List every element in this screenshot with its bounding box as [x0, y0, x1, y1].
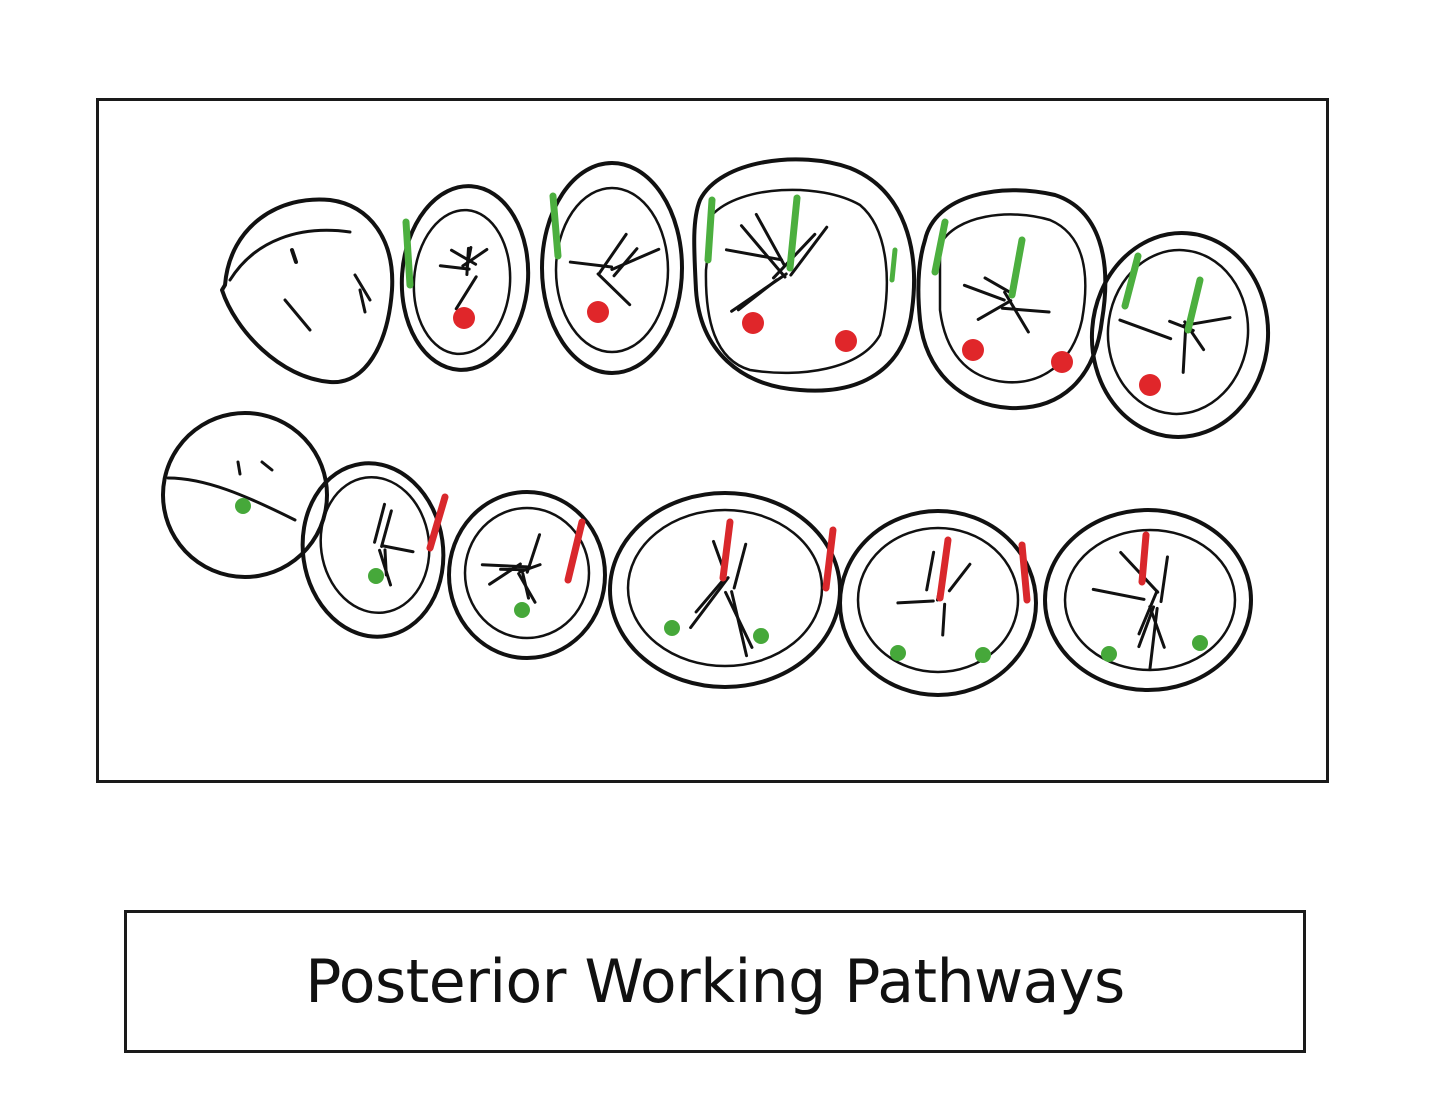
lower-tooth-4-inner — [628, 510, 822, 666]
lower-tooth-6-inner — [1065, 530, 1235, 670]
upper-tooth-5 — [918, 190, 1105, 408]
lower-tooth-6-marker-line — [1142, 535, 1146, 582]
upper-tooth-5-fissures — [964, 278, 1049, 332]
lower-tooth-5-fissures — [898, 542, 970, 635]
lower-tooth-1-outline — [150, 400, 340, 590]
lower-tooth-4-marker-line-a — [723, 522, 730, 578]
lower-tooth-4 — [610, 493, 840, 687]
upper-tooth-4-marker-dot-a — [742, 312, 764, 334]
dental-arches-diagram — [99, 101, 1326, 780]
figure-caption: Posterior Working Pathways — [305, 947, 1124, 1017]
lower-tooth-2-inner — [312, 470, 438, 620]
lower-tooth-6-marker-dot-a — [1101, 646, 1117, 662]
lower-tooth-1 — [150, 400, 340, 590]
upper-tooth-5-marker-dot-a — [962, 339, 984, 361]
lower-tooth-5-marker-line-b — [1022, 545, 1027, 600]
lower-tooth-3-marker-dot — [514, 602, 530, 618]
upper-tooth-3 — [542, 163, 682, 373]
lower-tooth-4-marker-line-b — [826, 530, 833, 588]
lower-tooth-3-fissures — [482, 535, 540, 603]
lower-tooth-2-marker-dot — [368, 568, 384, 584]
upper-tooth-6-marker-dot — [1139, 374, 1161, 396]
upper-tooth-4-marker-line-a — [708, 200, 712, 260]
dental-diagram-frame — [96, 98, 1329, 783]
upper-tooth-2 — [396, 182, 535, 374]
upper-tooth-4 — [694, 159, 914, 390]
upper-tooth-6-fissures — [1120, 318, 1230, 373]
lower-tooth-6 — [1045, 510, 1251, 690]
upper-tooth-5-marker-dot-b — [1051, 351, 1073, 373]
lower-tooth-2 — [292, 454, 455, 646]
upper-tooth-2-inner — [409, 207, 515, 357]
upper-tooth-1 — [222, 199, 392, 382]
upper-tooth-4-marker-line-c — [892, 250, 895, 280]
upper-tooth-4-marker-line-b — [790, 198, 797, 268]
lower-tooth-3 — [449, 492, 605, 658]
upper-tooth-5-marker-line-a — [935, 222, 945, 272]
upper-tooth-5-marker-line-b — [1012, 240, 1022, 295]
lower-tooth-5-marker-dot-a — [890, 645, 906, 661]
lower-tooth-5-marker-line-a — [940, 540, 948, 598]
upper-tooth-3-marker-line — [553, 196, 558, 256]
lower-tooth-4-outline — [610, 493, 840, 687]
upper-tooth-4-marker-dot-b — [835, 330, 857, 352]
upper-tooth-3-marker-dot — [587, 301, 609, 323]
lower-tooth-5 — [840, 511, 1036, 695]
upper-tooth-1-outline — [222, 199, 392, 382]
lower-tooth-3-outline — [449, 492, 605, 658]
lower-tooth-5-outline — [840, 511, 1036, 695]
upper-tooth-6-outline — [1085, 227, 1275, 443]
lower-tooth-4-marker-dot-a — [664, 620, 680, 636]
upper-tooth-2-marker-dot — [453, 307, 475, 329]
upper-tooth-4-fissures — [726, 214, 826, 311]
lower-tooth-6-marker-dot-b — [1192, 635, 1208, 651]
upper-tooth-6-inner — [1102, 245, 1253, 418]
lower-tooth-4-marker-dot-b — [753, 628, 769, 644]
upper-tooth-6-marker-line-a — [1125, 256, 1138, 306]
upper-tooth-1-ridge — [230, 230, 350, 280]
lower-tooth-4-fissures — [691, 541, 752, 655]
lower-arch — [150, 400, 1251, 695]
upper-arch — [222, 159, 1275, 443]
upper-tooth-6 — [1085, 227, 1275, 443]
upper-tooth-3-fissures — [570, 234, 658, 304]
upper-tooth-2-marker-line — [406, 222, 410, 285]
caption-box: Posterior Working Pathways — [124, 910, 1306, 1053]
upper-tooth-2-fissures — [440, 247, 487, 308]
lower-tooth-1-marker-dot — [235, 498, 251, 514]
lower-tooth-5-marker-dot-b — [975, 647, 991, 663]
lower-tooth-1-ridge — [168, 478, 295, 520]
